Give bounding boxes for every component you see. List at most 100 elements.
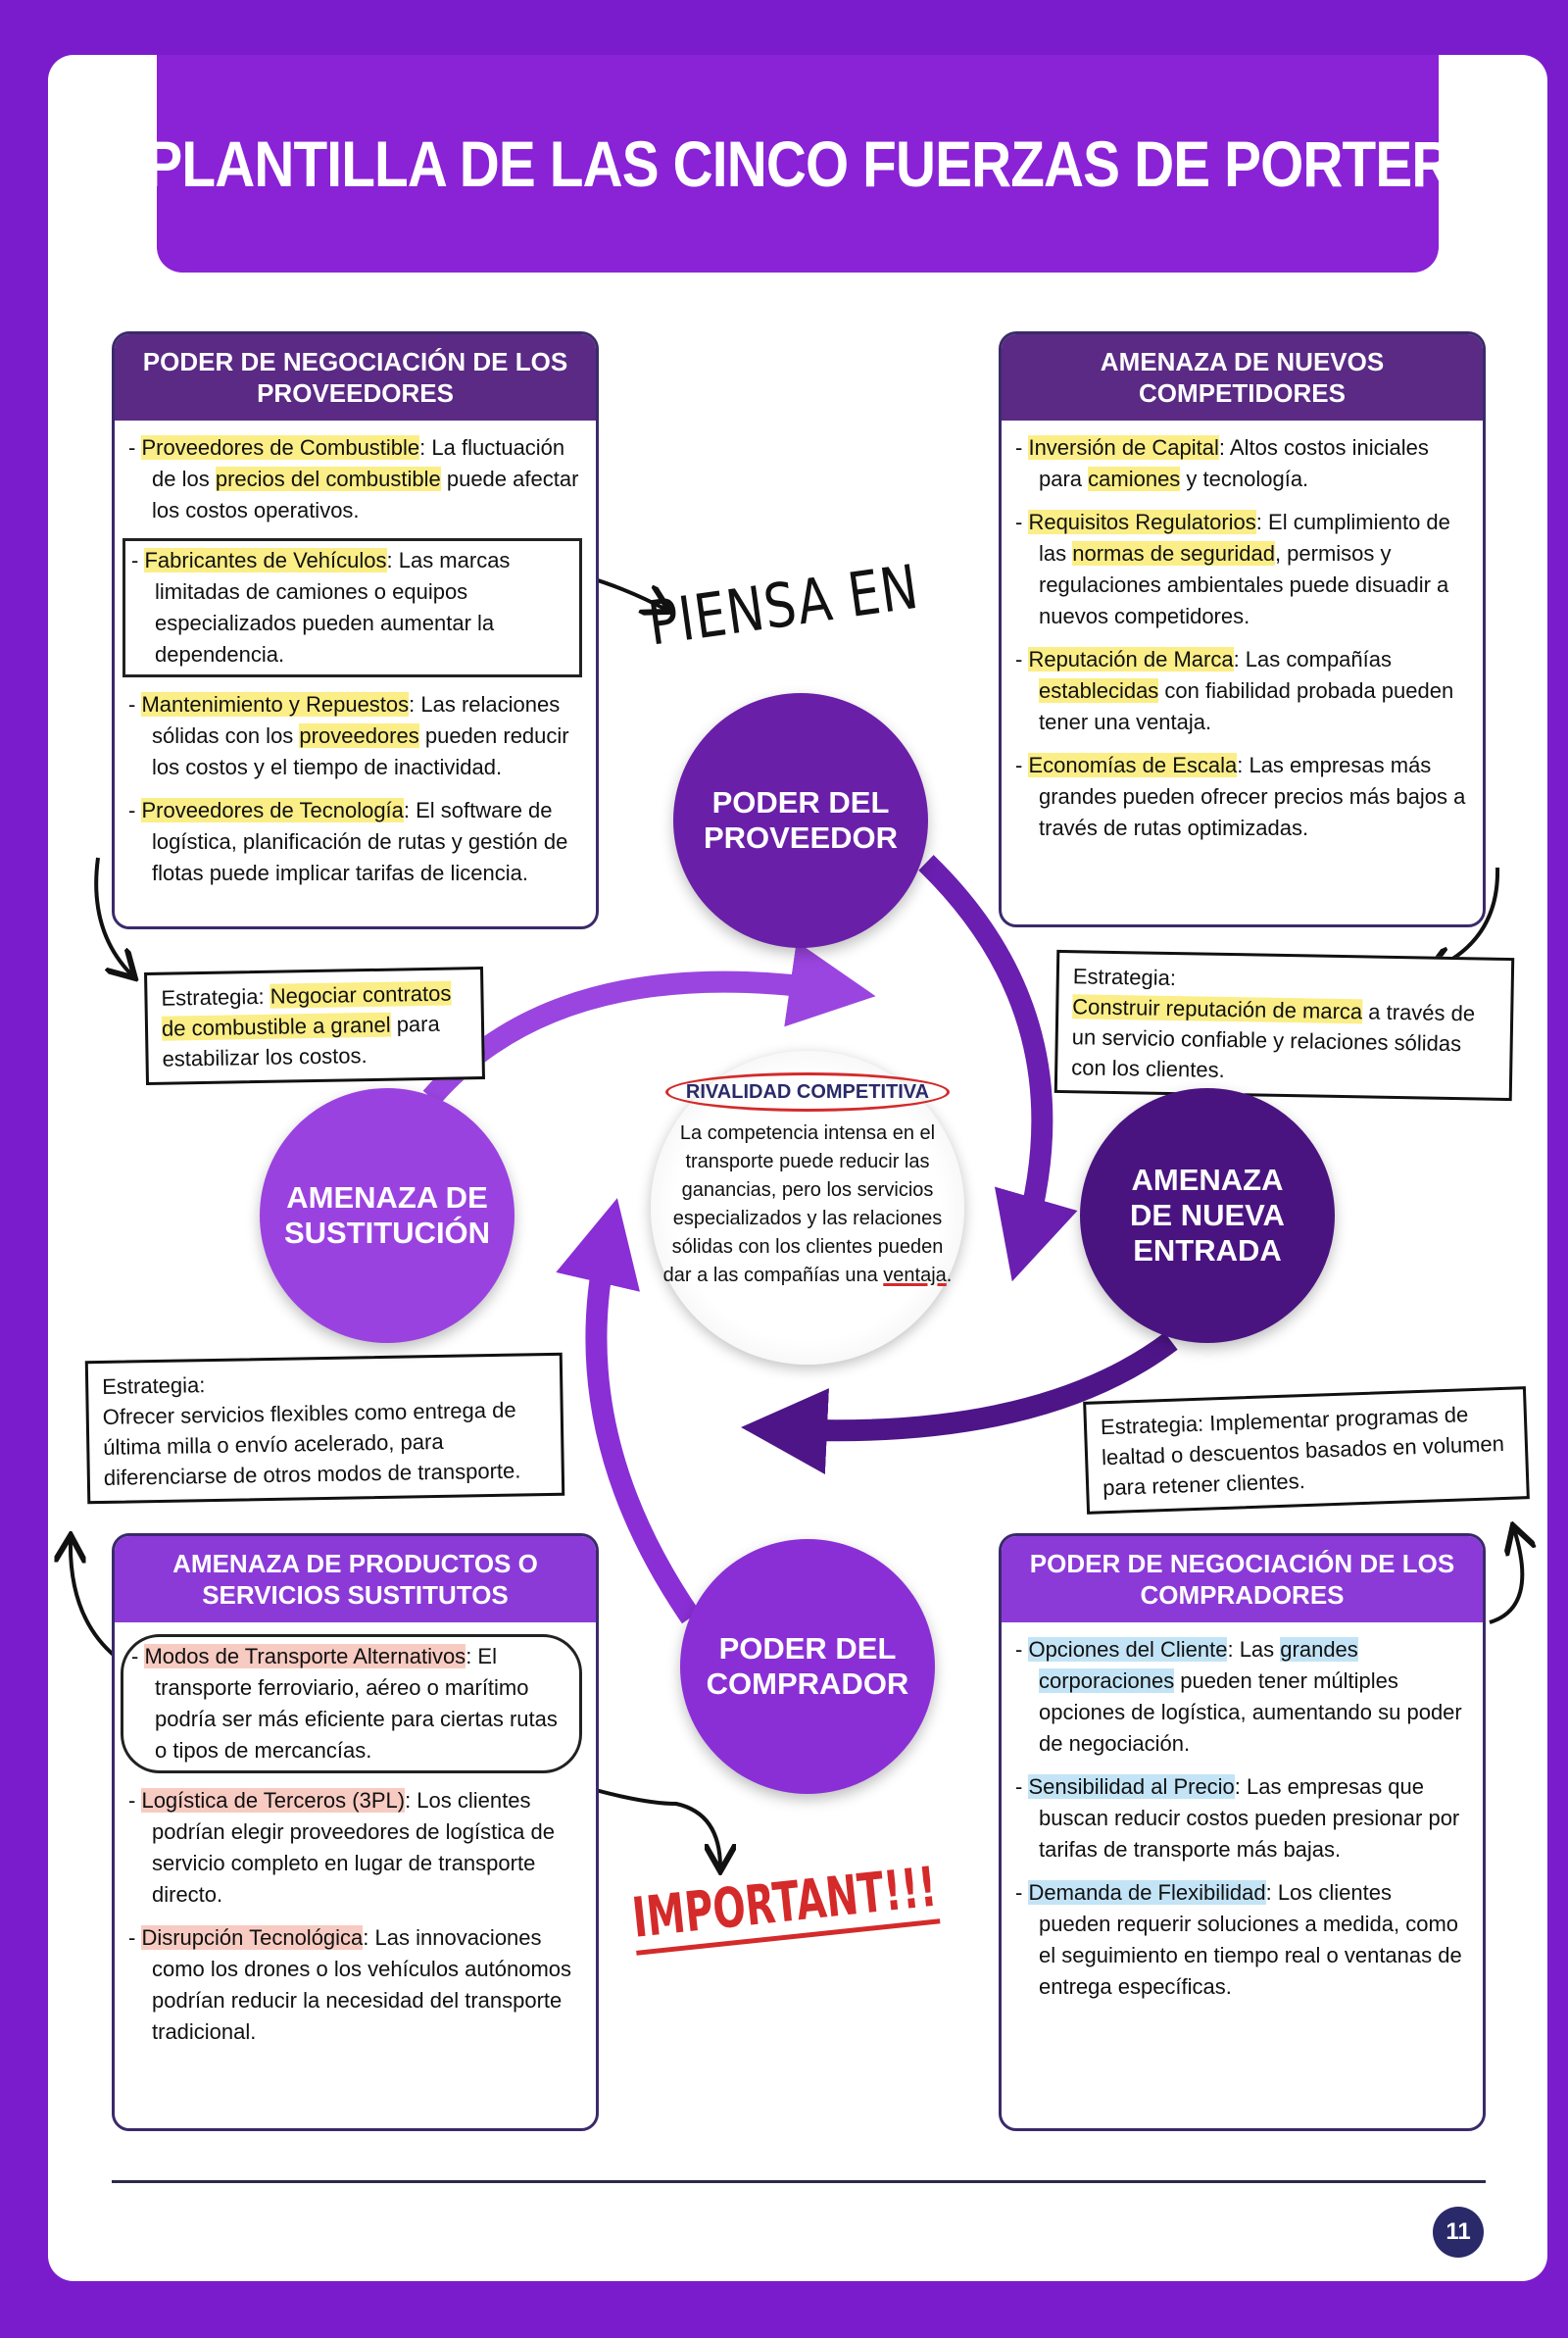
item-text: : Las empresas que buscan reducir costos…	[1039, 1774, 1460, 1862]
list-item: - Proveedores de Tecnología: El software…	[128, 798, 568, 885]
rivalry-body: La competencia intensa en el transporte …	[662, 1122, 944, 1286]
sketch-arrow-to-important	[558, 1777, 720, 1867]
strategy-new-competitors: Estrategia: Construir reputación de marca…	[1054, 949, 1515, 1102]
rivalry-end: .	[946, 1265, 953, 1286]
item-text: : Los clientes pueden requerir solucione…	[1039, 1880, 1462, 1999]
arrow-supplier-to-new-entry	[918, 855, 1078, 1282]
item-text: : El software de logística, planificació…	[152, 798, 568, 885]
sketch-arrow-supplier-strategy	[94, 857, 132, 975]
arrow-buyer-to-substitution	[556, 1198, 701, 1624]
highlighted-term: Logística de Terceros (3PL)	[141, 1788, 406, 1813]
item-text: : Las compañías	[1233, 647, 1393, 672]
item-text: : El transporte ferroviario, aéreo o mar…	[155, 1644, 558, 1763]
box-header: AMENAZA DE PRODUCTOS O SERVICIOS SUSTITU…	[115, 1536, 596, 1622]
rivalry-text: La competencia intensa en el transporte …	[651, 1119, 964, 1290]
strategy-buyers: Estrategia: Implementar programas de lea…	[1083, 1386, 1530, 1515]
force-buyer-power: PODER DEL COMPRADOR	[680, 1539, 935, 1794]
box-header: PODER DE NEGOCIACIÓN DE LOS PROVEEDORES	[115, 334, 596, 421]
highlighted-term: Proveedores de Combustible	[141, 435, 420, 460]
box-list: - Proveedores de Combustible: La fluctua…	[115, 421, 596, 889]
highlighted-term: camiones	[1088, 467, 1181, 491]
list-item: - Disrupción Tecnológica: Las innovacion…	[128, 1925, 572, 2044]
list-item: - Reputación de Marca: Las compañías est…	[1015, 647, 1454, 734]
force-substitution: AMENAZA DE SUSTITUCIÓN	[260, 1088, 514, 1343]
highlighted-term: Mantenimiento y Repuestos	[141, 692, 410, 717]
list-item: - Proveedores de Combustible: La fluctua…	[128, 435, 579, 522]
list-item: - Requisitos Regulatorios: El cumplimien…	[1015, 510, 1450, 628]
item-text: : Las empresas más grandes pueden ofrece…	[1039, 753, 1466, 840]
rivalry-underlined: ventaja	[883, 1265, 947, 1286]
item-text: : Altos costos iniciales para	[1039, 435, 1429, 491]
sketch-arrow-substitute-strategy	[71, 1539, 118, 1659]
substitutes-box: AMENAZA DE PRODUCTOS O SERVICIOS SUSTITU…	[112, 1533, 599, 2131]
box-header: AMENAZA DE NUEVOS COMPETIDORES	[1002, 334, 1483, 421]
box-list: - Inversión de Capital: Altos costos ini…	[1002, 421, 1483, 844]
item-text: puede afectar los costos operativos.	[152, 467, 579, 522]
sketch-arrow-buyer-strategy	[1489, 1529, 1522, 1624]
item-text: : La fluctuación de los	[152, 435, 565, 491]
force-label: AMENAZA DE SUSTITUCIÓN	[283, 1180, 491, 1250]
strategy-label: Estrategia:	[102, 1372, 206, 1399]
highlighted-term: establecidas	[1039, 678, 1159, 703]
strategy-substitutes: Estrategia:Ofrecer servicios flexibles c…	[84, 1352, 565, 1505]
highlighted-term: Sensibilidad al Precio	[1028, 1774, 1235, 1799]
box-list: - Opciones del Cliente: Las grandes corp…	[1002, 1622, 1483, 2003]
highlighted-term: Demanda de Flexibilidad	[1028, 1880, 1266, 1905]
list-item: - Logística de Terceros (3PL): Los clien…	[128, 1788, 555, 1907]
highlighted-term: Modos de Transporte Alternativos	[144, 1644, 466, 1668]
highlighted-term: Fabricantes de Vehículos	[144, 548, 387, 572]
item-text: pueden reducir los costos y el tiempo de…	[152, 723, 569, 779]
list-item: - Sensibilidad al Precio: Las empresas q…	[1015, 1774, 1460, 1862]
buyers-power-box: PODER DE NEGOCIACIÓN DE LOS COMPRADORES -…	[999, 1533, 1486, 2131]
list-item: - Modos de Transporte Alternativos: El t…	[121, 1634, 582, 1773]
force-label: PODER DEL PROVEEDOR	[703, 785, 899, 855]
page-title: PLANTILLA DE LAS CINCO FUERZAS DE PORTER	[144, 127, 1451, 200]
force-new-entry: AMENAZA DE NUEVA ENTRADA	[1080, 1088, 1335, 1343]
item-text: : Las relaciones sólidas con los	[152, 692, 561, 748]
item-text: con fiabilidad probada pueden tener una …	[1039, 678, 1454, 734]
box-list: - Modos de Transporte Alternativos: El t…	[115, 1622, 596, 2048]
competitive-rivalry: RIVALIDAD COMPETITIVA La competencia int…	[651, 1051, 964, 1365]
item-text: : El cumplimiento de las	[1039, 510, 1450, 566]
list-item: - Inversión de Capital: Altos costos ini…	[1015, 435, 1429, 491]
item-text: , permisos y regulaciones ambientales pu…	[1039, 541, 1449, 628]
strategy-label: Estrategia:	[1072, 964, 1177, 991]
highlighted-term: Inversión de Capital	[1028, 435, 1219, 460]
item-text: : Las	[1227, 1637, 1281, 1662]
list-item: - Fabricantes de Vehículos: Las marcas l…	[122, 538, 582, 677]
highlighted-term: Proveedores de Tecnología	[141, 798, 404, 822]
highlighted-term: Reputación de Marca	[1028, 647, 1234, 672]
rivalry-title: RIVALIDAD COMPETITIVA	[664, 1072, 951, 1112]
item-text: y tecnología.	[1180, 467, 1309, 491]
arrow-new-entry-to-buyer	[741, 1332, 1178, 1474]
new-competitors-box: AMENAZA DE NUEVOS COMPETIDORES - Inversió…	[999, 331, 1486, 927]
box-header: PODER DE NEGOCIACIÓN DE LOS COMPRADORES	[1002, 1536, 1483, 1622]
footer-divider	[112, 2180, 1486, 2183]
strategy-label: Estrategia:	[1100, 1411, 1210, 1440]
highlighted-term: normas de seguridad	[1072, 541, 1275, 566]
item-text: pueden tener múltiples opciones de logís…	[1039, 1668, 1462, 1756]
strategy-highlight: Construir reputación de marca	[1072, 994, 1363, 1024]
list-item: - Opciones del Cliente: Las grandes corp…	[1015, 1637, 1462, 1756]
highlighted-term: proveedores	[299, 723, 419, 748]
list-item: - Demanda de Flexibilidad: Los clientes …	[1015, 1880, 1462, 1999]
item-text: : Las marcas limitadas de camiones o equ…	[155, 548, 511, 667]
force-label: PODER DEL COMPRADOR	[706, 1631, 909, 1701]
strategy-text: Ofrecer servicios flexibles como entrega…	[102, 1397, 521, 1490]
force-supplier-power: PODER DEL PROVEEDOR	[673, 693, 928, 948]
strategy-suppliers: Estrategia: Negociar contratos de combus…	[144, 966, 485, 1086]
highlighted-term: Economías de Escala	[1028, 753, 1238, 777]
title-banner: PLANTILLA DE LAS CINCO FUERZAS DE PORTER	[145, 55, 1451, 273]
suppliers-power-box: PODER DE NEGOCIACIÓN DE LOS PROVEEDORES -…	[112, 331, 599, 929]
strategy-label: Estrategia:	[161, 983, 270, 1011]
highlighted-term: Disrupción Tecnológica	[141, 1925, 364, 1950]
list-item: - Economías de Escala: Las empresas más …	[1015, 753, 1466, 840]
highlighted-term: Requisitos Regulatorios	[1028, 510, 1256, 534]
item-text: : Las innovaciones como los drones o los…	[152, 1925, 572, 2044]
highlighted-term: Opciones del Cliente	[1028, 1637, 1228, 1662]
highlighted-term: precios del combustible	[215, 467, 441, 491]
page-number: 11	[1433, 2207, 1484, 2258]
item-text: : Los clientes podrían elegir proveedore…	[152, 1788, 555, 1907]
list-item: - Mantenimiento y Repuestos: Las relacio…	[128, 692, 569, 779]
force-label: AMENAZA DE NUEVA ENTRADA	[1130, 1163, 1285, 1268]
